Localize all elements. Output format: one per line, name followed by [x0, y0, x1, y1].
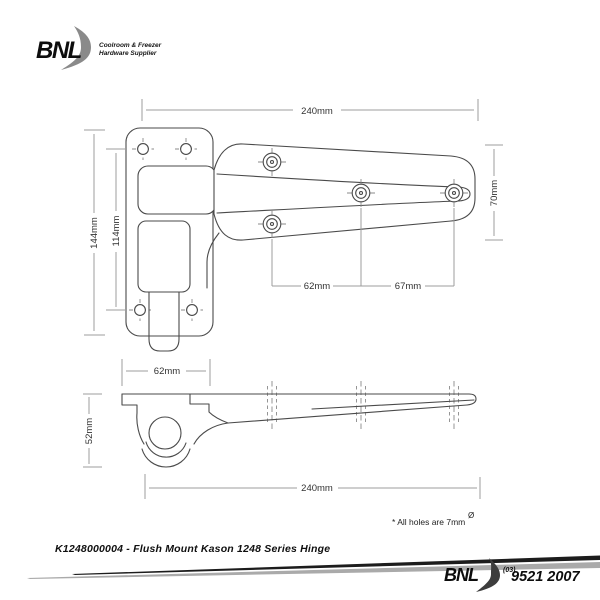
cam-arc-outer	[141, 448, 191, 468]
dim-plate-height: 144mm	[84, 129, 105, 336]
side-view: 62mm 52mm 240mm	[83, 359, 481, 499]
plate-mounting-holes-circles	[134, 143, 198, 316]
side-flange-edge	[121, 393, 145, 445]
dim-label-70: 70mm	[489, 180, 500, 206]
plan-view: 240mm 144mm 114mm 70mm	[84, 99, 503, 352]
holes-note-text: * All holes are 7mm	[392, 517, 465, 527]
dim-label-62-plan: 62mm	[304, 281, 330, 292]
logo-tagline-1: Coolroom & Freezer	[99, 42, 162, 49]
dim-plate-hole-spacing: 114mm	[106, 148, 127, 311]
dim-label-52: 52mm	[84, 418, 95, 444]
side-profile	[121, 393, 477, 468]
hinge-cam-block	[137, 220, 191, 293]
strap-hole	[347, 179, 375, 207]
dim-strap-hole-gaps: 62mm 67mm	[271, 208, 455, 292]
hinge-strap-outline	[213, 143, 476, 241]
hinge-pin	[148, 291, 180, 352]
logo-swoosh-icon	[61, 26, 91, 70]
side-strap-near-edge	[311, 399, 475, 410]
strap-tail-edge	[206, 232, 220, 289]
side-strap-bottom-edge	[193, 404, 468, 445]
strap-hole	[258, 148, 286, 176]
footer: K1248000004 - Flush Mount Kason 1248 Ser…	[27, 543, 600, 592]
diameter-symbol: Ø	[468, 511, 474, 520]
mounting-hole	[134, 304, 146, 316]
strap-knuckle	[137, 165, 217, 215]
side-top-edge	[121, 393, 477, 406]
logo-tagline-2: Hardware Supplier	[99, 50, 157, 57]
plate-mounting-holes	[129, 138, 203, 321]
phone-area-code: (03)	[503, 567, 516, 574]
dim-label-114: 114mm	[111, 215, 122, 246]
dim-label-side-240: 240mm	[301, 483, 333, 494]
mounting-hole	[137, 143, 149, 155]
hinge-barrel	[148, 416, 182, 450]
bnl-logo-bottom: BNL (03) 9521 2007	[444, 558, 580, 592]
dim-side-overall-length: 240mm	[144, 474, 481, 499]
dim-flange-width: 62mm	[121, 359, 211, 386]
strap-hole	[258, 210, 286, 238]
dim-strap-end-width: 70mm	[485, 144, 503, 241]
phone-number: 9521 2007	[511, 569, 580, 585]
product-title: K1248000004 - Flush Mount Kason 1248 Ser…	[55, 543, 330, 555]
holes-note: * All holes are 7mm Ø	[392, 511, 474, 527]
dim-label-144: 144mm	[89, 217, 100, 249]
footer-swoosh-gray	[27, 562, 600, 579]
logo-text: BNL	[444, 565, 478, 585]
bnl-logo-top: BNL Coolroom & Freezer Hardware Supplier	[36, 26, 162, 70]
logo-swoosh-icon	[476, 558, 500, 592]
strap-hole	[440, 179, 468, 207]
cam-arc-inner	[145, 441, 187, 458]
dim-plan-overall-length: 240mm	[141, 99, 479, 121]
mounting-hole	[180, 143, 192, 155]
mounting-hole	[186, 304, 198, 316]
dim-label-67: 67mm	[395, 281, 421, 292]
footer-swoosh-dark	[72, 555, 600, 575]
side-flange-notch	[189, 393, 229, 424]
dim-side-height: 52mm	[83, 393, 102, 468]
strap-rib-lines	[216, 173, 471, 214]
dim-label-62-side: 62mm	[154, 366, 180, 377]
dim-label-plan-240: 240mm	[301, 106, 333, 117]
logo-text: BNL	[36, 37, 82, 64]
strap-holes	[258, 148, 468, 238]
